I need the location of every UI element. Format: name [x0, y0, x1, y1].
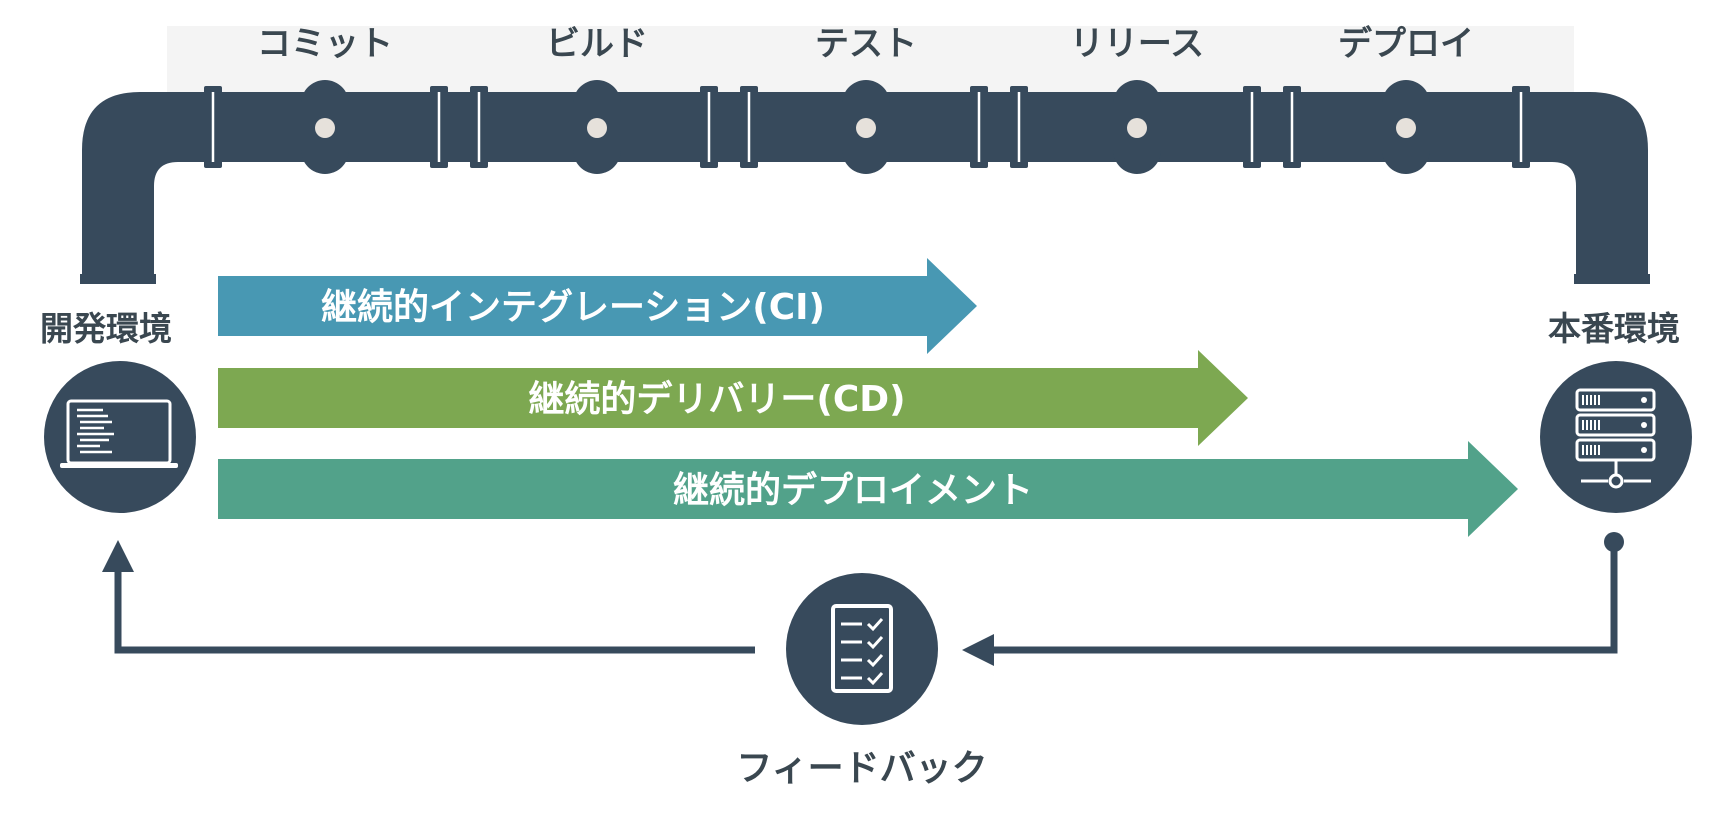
valve-build	[587, 118, 607, 138]
server-icon	[1540, 361, 1692, 513]
stage-label-build: ビルド	[546, 24, 648, 64]
prod-environment-label: 本番環境	[1548, 309, 1680, 348]
dev-environment-label: 開発環境	[40, 309, 172, 348]
ci-arrow	[218, 258, 977, 354]
valve-deploy	[1396, 118, 1416, 138]
feedback-loop	[102, 532, 1624, 666]
stage-label-test: テスト	[815, 24, 917, 64]
cd-arrow-label: 継続的デリバリー(CD)	[528, 378, 905, 420]
checklist-icon	[786, 573, 938, 725]
feedback-label: フィードバック	[736, 748, 987, 789]
pipe-joints	[211, 92, 1523, 162]
stage-label-deploy: デプロイ	[1338, 24, 1474, 64]
pipeline-pipe	[80, 80, 1650, 284]
stage-label-commit: コミット	[257, 24, 393, 64]
ci-arrow-label: 継続的インテグレーション(CI)	[321, 287, 825, 328]
valve-release	[1127, 118, 1147, 138]
valve-test	[856, 118, 876, 138]
valve-dots	[315, 118, 1416, 138]
laptop-icon	[44, 361, 196, 513]
feedback-arrowhead-right	[962, 634, 994, 666]
cd-arrow	[218, 350, 1248, 446]
continuous-deployment-arrow	[218, 441, 1518, 537]
stage-label-release: リリース	[1070, 24, 1204, 64]
feedback-arrowhead-up	[102, 540, 134, 572]
valve-commit	[315, 118, 335, 138]
continuous-deployment-arrow-label: 継続的デプロイメント	[673, 469, 1033, 511]
